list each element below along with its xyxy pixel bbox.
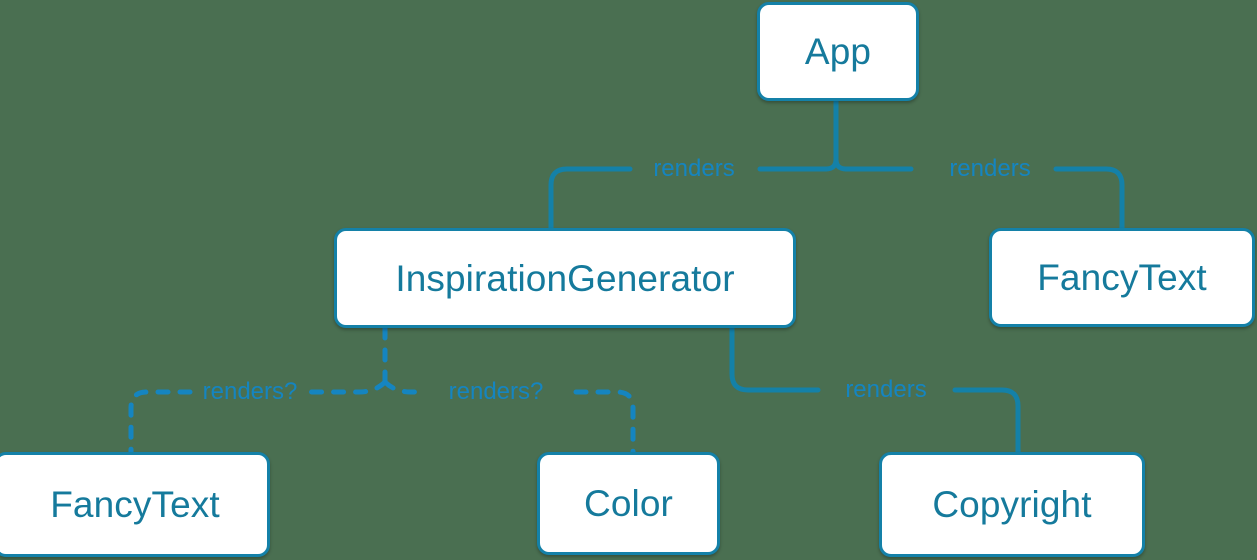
edge-inspirationgenerator-to-fancytext-bottom-tail — [128, 389, 193, 455]
node-fancytext-top-label: FancyText — [1037, 257, 1207, 298]
edge-app-to-fancytext-top-b — [1053, 166, 1125, 231]
node-app-label: App — [804, 31, 872, 72]
edge-label-inspirationgenerator-to-copyright: renders — [845, 376, 927, 403]
edge-app-to-inspirationgenerator-b — [548, 166, 633, 231]
node-color-label: Color — [584, 483, 673, 524]
node-fancytext-bottom-label: FancyText — [50, 484, 220, 525]
node-inspirationgenerator[interactable]: InspirationGenerator — [334, 228, 796, 328]
node-fancytext-top[interactable]: FancyText — [989, 228, 1255, 327]
edge-inspirationgenerator-to-color-tail — [573, 389, 636, 455]
edge-inspirationgenerator-to-fancytext-bottom — [308, 379, 388, 395]
node-fancytext-bottom[interactable]: FancyText — [0, 452, 270, 557]
node-color[interactable]: Color — [537, 452, 720, 555]
node-inspirationgenerator-label: InspirationGenerator — [395, 257, 735, 299]
edge-inspirationgenerator-to-copyright-b — [952, 387, 1021, 455]
edge-inspirationgenerator-to-color — [382, 379, 419, 395]
node-copyright-label: Copyright — [932, 484, 1092, 525]
edge-label-app-to-fancytext-top: renders — [949, 155, 1031, 182]
node-copyright[interactable]: Copyright — [879, 452, 1145, 557]
node-app[interactable]: App — [757, 2, 919, 101]
edge-label-inspirationgenerator-to-fancytext-bottom: renders? — [202, 378, 298, 405]
edge-label-inspirationgenerator-to-color: renders? — [448, 378, 544, 405]
edge-inspirationgenerator-to-copyright-a — [729, 325, 821, 393]
edge-label-app-to-inspirationgenerator: renders — [653, 155, 735, 182]
